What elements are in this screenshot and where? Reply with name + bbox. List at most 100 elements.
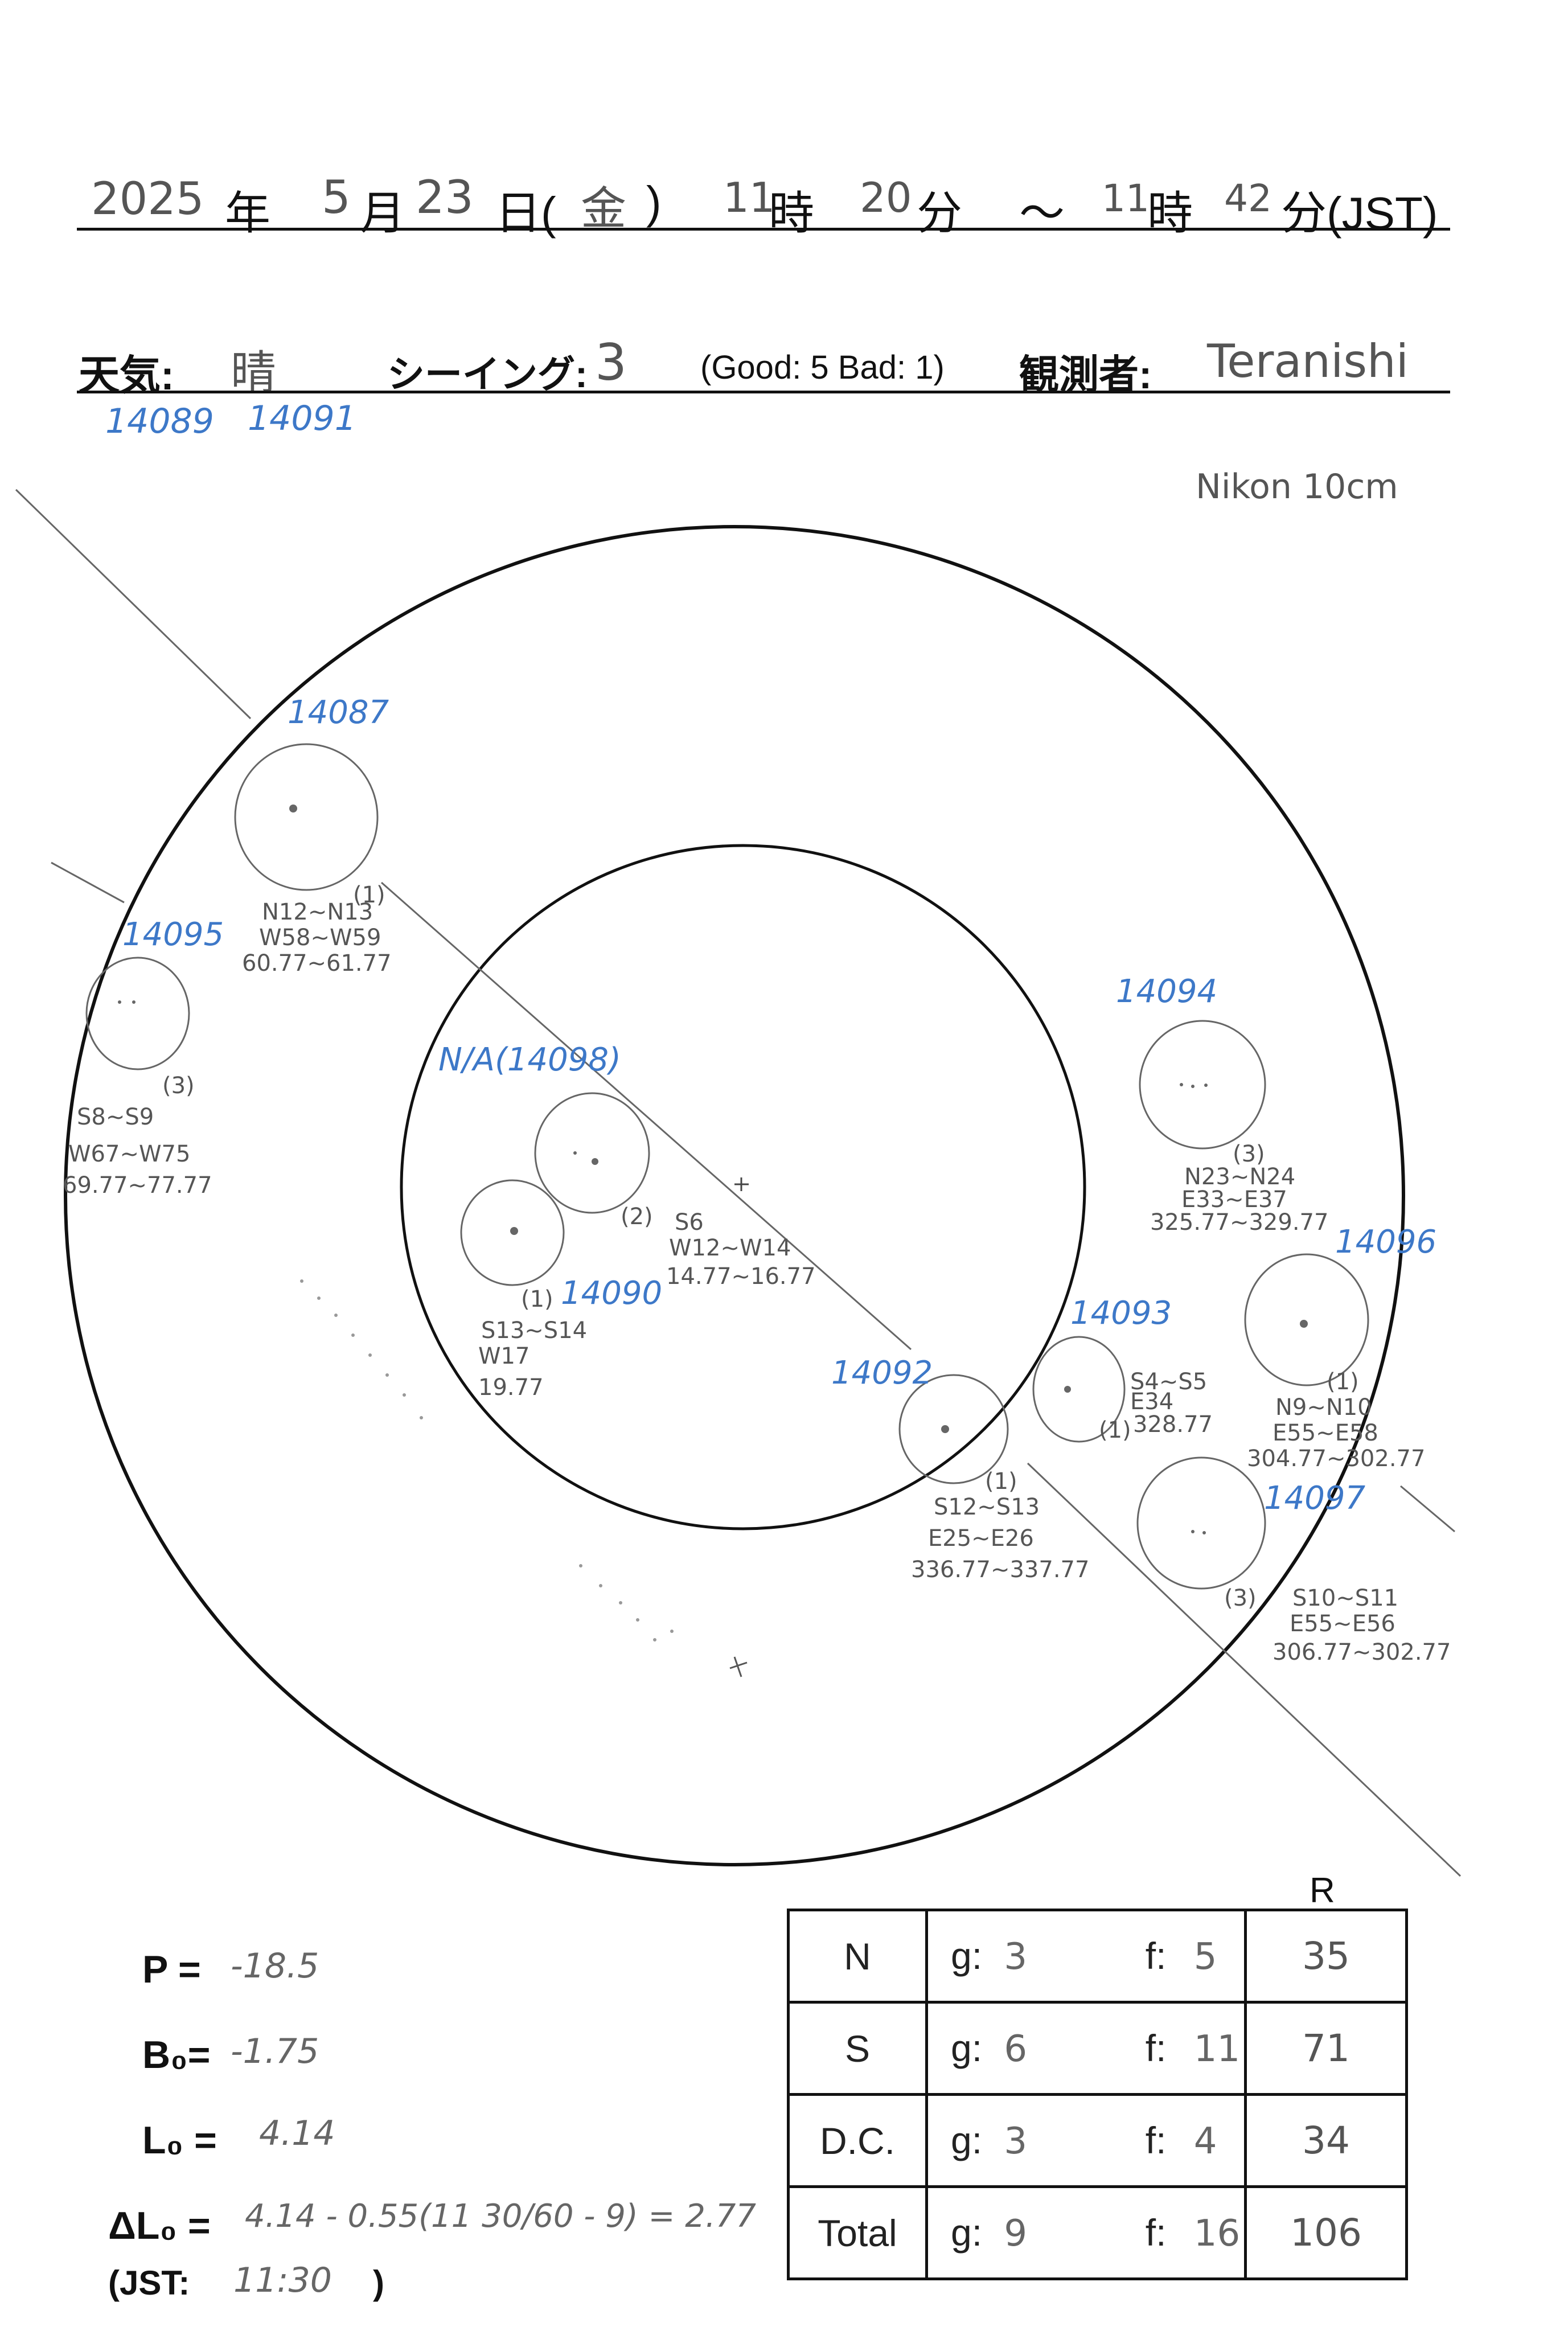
spot-longitude: W17 [478, 1343, 529, 1369]
spot-carrington: 14.77~16.77 [666, 1263, 816, 1290]
sunspot-group-circle [1136, 1456, 1266, 1590]
spot-mark [1204, 1084, 1208, 1087]
spot-carrington: 306.77~302.77 [1273, 1639, 1451, 1665]
spot-mark [1064, 1386, 1071, 1393]
f-value: 16 [1193, 2213, 1241, 2255]
observer-value: Teranishi [1207, 335, 1409, 388]
b0-label: B₀= [142, 2033, 211, 2076]
spot-carrington: 69.77~77.77 [63, 1172, 212, 1199]
weather-value: 晴 [231, 346, 276, 399]
spot-mark [1202, 1531, 1206, 1534]
jst-value: 11:30 [233, 2260, 332, 2300]
f-value: 11 [1193, 2028, 1241, 2070]
header-rule-1 [77, 228, 1450, 231]
spot-count: (1) [521, 1286, 553, 1312]
end-minute-value: 42 [1224, 177, 1272, 220]
f-label: f: [1145, 2211, 1167, 2254]
seeing-label: シーイング: [387, 353, 588, 395]
spot-mark [1191, 1530, 1195, 1533]
spot-longitude: E34 [1130, 1389, 1173, 1415]
r-value: 34 [1244, 2093, 1408, 2188]
pole-cross [729, 1656, 748, 1677]
g-label: g: [951, 2027, 983, 2069]
instrument-note: Nikon 10cm [1196, 467, 1398, 507]
tick-line [1400, 1485, 1455, 1533]
tick-line [51, 861, 125, 904]
spot-latitude: S6 [675, 1209, 704, 1236]
spot-carrington: 336.77~337.77 [911, 1557, 1089, 1583]
solar-disk-outline [64, 525, 1405, 1866]
spot-count: (3) [1233, 1141, 1265, 1167]
spot-carrington: 325.77~329.77 [1150, 1209, 1328, 1236]
axis-line [381, 881, 912, 1351]
region-label: 14096 [1335, 1224, 1436, 1261]
l0-value: 4.14 [259, 2114, 335, 2153]
row-label: S [787, 2001, 928, 2096]
spot-mark [1191, 1085, 1195, 1088]
f-label: f: [1145, 1935, 1167, 1977]
g-label: g: [951, 1935, 983, 1977]
spot-count: (1) [985, 1468, 1017, 1495]
inner-reference-circle [400, 844, 1086, 1530]
spot-carrington: 19.77 [478, 1374, 544, 1401]
solar-disk-sketch: 14087 14095 N/A(14098) 14090 14094 14096… [15, 489, 1462, 1877]
r-value: 106 [1244, 2185, 1408, 2280]
spot-longitude: W12~W14 [669, 1235, 791, 1261]
row-label: Total [787, 2185, 928, 2280]
sunspot-group-circle [85, 957, 190, 1070]
r-value: 35 [1244, 1909, 1408, 2004]
spot-count: (1) [1099, 1417, 1131, 1443]
spot-longitude: W67~W75 [68, 1141, 190, 1167]
row-label: D.C. [787, 2093, 928, 2188]
weekday-value: 金 [581, 182, 626, 235]
spot-longitude: E33~E37 [1181, 1187, 1287, 1213]
spot-latitude: S12~S13 [934, 1494, 1040, 1520]
spot-count: (1) [353, 882, 385, 908]
sunspot-group-circle [1139, 1020, 1266, 1150]
spot-count: (2) [621, 1204, 653, 1230]
day-value: 23 [416, 171, 474, 224]
spot-mark [941, 1425, 949, 1433]
g-value: 6 [1004, 2028, 1028, 2070]
r-column-header: R [1310, 1871, 1335, 1910]
table-row: D.C. g: 3 f: 4 34 [787, 2093, 1408, 2188]
table-row: Total g: 9 f: 16 106 [787, 2185, 1408, 2280]
spot-latitude: N23~N24 [1184, 1164, 1295, 1190]
spot-longitude: E25~E26 [928, 1525, 1034, 1552]
region-label: 14094 [1116, 973, 1217, 1010]
g-value: 9 [1004, 2213, 1028, 2255]
region-label: N/A(14098) [438, 1041, 621, 1078]
region-label: 14090 [561, 1275, 662, 1312]
spot-carrington: 304.77~302.77 [1247, 1446, 1425, 1472]
spot-latitude: S8~S9 [77, 1104, 154, 1130]
group-spot-cell: g: 9 f: 16 [925, 2185, 1247, 2280]
p-value: -18.5 [231, 1946, 319, 1986]
month-value: 5 [322, 171, 351, 224]
spot-carrington: 60.77~61.77 [242, 950, 392, 976]
spot-latitude: S13~S14 [481, 1318, 587, 1344]
r-value: 71 [1244, 2001, 1408, 2096]
region-label: 14087 [288, 694, 389, 731]
sunspot-group-circle [1032, 1336, 1126, 1443]
f-value: 4 [1193, 2120, 1217, 2162]
center-cross [734, 1177, 749, 1191]
spot-count: (1) [1327, 1369, 1359, 1395]
sunspot-count-table: N g: 3 f: 5 35 S g: 6 f: 11 71 D.C. g: 3… [787, 1909, 1408, 2280]
top-region-label: 14089 [105, 401, 214, 441]
g-value: 3 [1004, 1936, 1028, 1978]
spot-count: (3) [1224, 1585, 1257, 1611]
region-label: 14093 [1070, 1295, 1172, 1332]
jst-label: (JST: [108, 2264, 190, 2302]
axis-line [1027, 1462, 1462, 1877]
spot-carrington: 328.77 [1133, 1411, 1213, 1438]
spot-mark [289, 805, 297, 812]
observer-label: 観測者: [1019, 352, 1152, 397]
seeing-value: 3 [595, 333, 627, 392]
g-label: g: [951, 2119, 983, 2161]
spot-longitude: E55~E56 [1290, 1611, 1395, 1637]
g-value: 3 [1004, 2120, 1028, 2162]
spot-mark [1300, 1320, 1308, 1328]
delta-l0-label: ΔL₀ = [108, 2204, 211, 2247]
end-hour-value: 11 [1102, 177, 1150, 220]
spot-mark [118, 1000, 121, 1004]
